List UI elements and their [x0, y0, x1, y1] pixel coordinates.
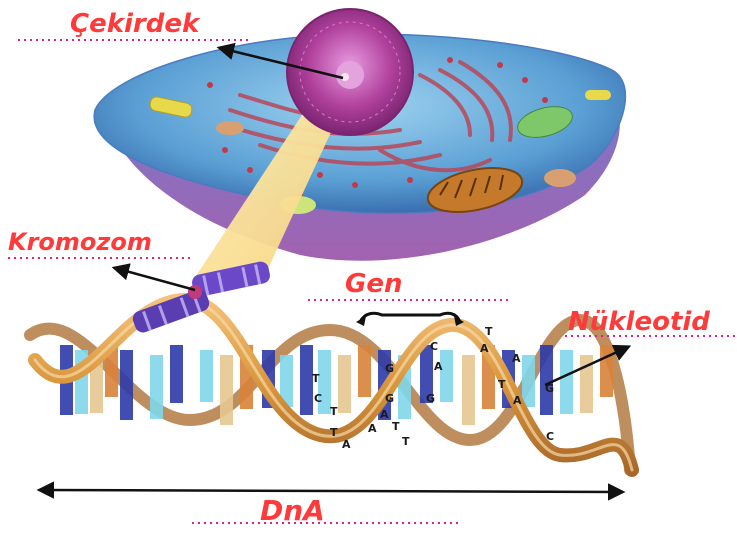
base-letter: G [385, 392, 394, 405]
base-pair-rung [600, 345, 613, 397]
base-pair-rung [462, 355, 475, 425]
base-letter: T [312, 372, 320, 385]
base-pair-rung [220, 355, 233, 425]
base-pair-rung [358, 345, 371, 397]
base-letter: G [426, 392, 435, 405]
base-pair-rung [560, 350, 573, 414]
base-letter: A [368, 422, 377, 435]
base-letter: C [546, 430, 554, 443]
arrow-nucleus [216, 42, 344, 80]
base-letter: G [545, 382, 554, 395]
base-pair-rung [150, 355, 163, 419]
base-letter: A [380, 408, 389, 421]
base-pair-rung [200, 350, 213, 402]
base-letter: T [485, 325, 493, 338]
base-pair-rung [580, 355, 593, 413]
chromosome [132, 261, 270, 333]
base-letter: T [392, 420, 400, 433]
label-gene: Gen [345, 269, 402, 299]
base-pair-rung [440, 350, 453, 402]
base-pair-rung [300, 345, 313, 415]
gene-bracket [358, 311, 462, 323]
base-letter: A [513, 394, 522, 407]
base-letter: T [498, 378, 506, 391]
zoom-beam [192, 80, 355, 282]
base-letter: T [330, 405, 338, 418]
base-letter: C [314, 392, 322, 405]
base-letter: A [342, 438, 351, 451]
label-nucleus: Çekirdek [70, 9, 201, 39]
base-letter: T [402, 435, 410, 448]
base-letter: A [434, 360, 443, 373]
base-pair-rung [105, 345, 118, 397]
label-chromosome: Kromozom [8, 228, 152, 256]
arrow-chromosome [111, 263, 196, 292]
base-pair-rung [338, 355, 351, 413]
label-dna: DnA [260, 494, 325, 527]
base-pair-rung [522, 355, 535, 407]
base-pair-rung [318, 350, 331, 414]
arrow-nucleotide [544, 344, 632, 387]
base-pair-rung [540, 345, 553, 415]
base-letter: C [430, 340, 438, 353]
label-nucleotide: Nükleotid [568, 307, 710, 337]
base-pair-rung [280, 355, 293, 407]
base-letter: A [480, 342, 489, 355]
base-letter: T [330, 426, 338, 439]
base-pair-rung [420, 345, 433, 403]
base-letter: G [385, 362, 394, 375]
base-letter: A [512, 352, 521, 365]
nucleus [286, 8, 414, 136]
base-pair-rung [170, 345, 183, 403]
base-pair-rung [120, 350, 133, 420]
dotted-lines [8, 39, 735, 524]
arrow-dna [36, 481, 626, 501]
